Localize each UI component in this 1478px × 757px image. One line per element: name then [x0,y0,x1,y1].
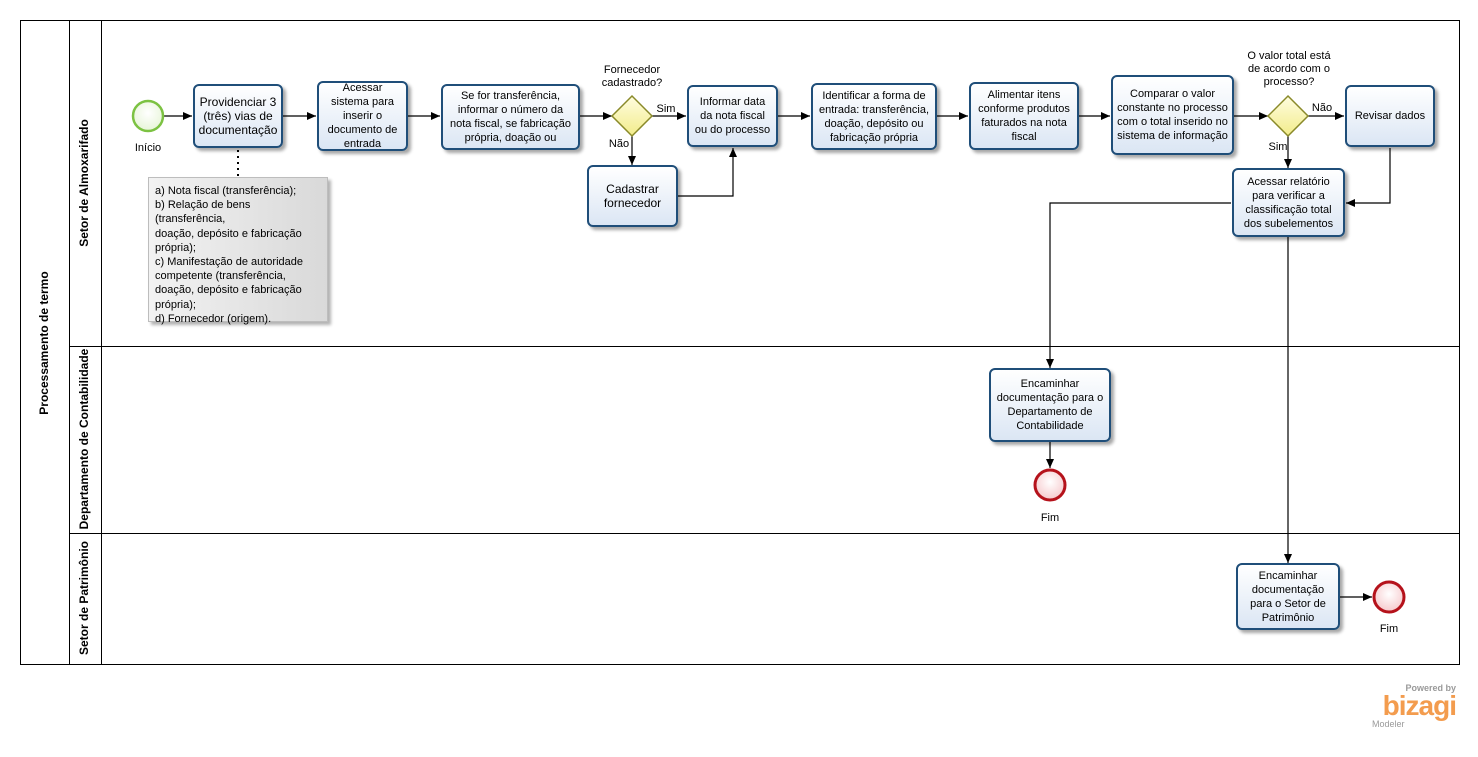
bizagi-logo: Powered by bizagi Modeler [1360,683,1457,729]
gateway-valor-no: Não [1311,102,1333,114]
task-comparar-valor[interactable]: Comparar o valor constante no processo c… [1111,75,1234,155]
pool-frame [20,20,1460,665]
annotation-line: c) Manifestação de autoridade [155,256,303,269]
powered-by-text: Powered by [1405,683,1456,693]
annotation-line: competente (transferência, [155,270,286,283]
end-event-contabilidade-label: Fim [1040,512,1060,524]
end-event-contabilidade [1033,468,1067,502]
gateway-valor-yes: Sim [1268,141,1288,153]
annotation-line: a) Nota fiscal (transferência); [155,185,297,197]
start-event [131,99,165,133]
lane-divider-2 [69,533,1460,534]
annotation-documentos: a) Nota fiscal (transferência); b) Relaç… [148,177,328,325]
annotation-line: doação, depósito e fabricação [155,284,302,297]
task-revisar-dados[interactable]: Revisar dados [1345,85,1435,147]
gateway-fornecedor-yes: Sim [656,103,676,115]
task-informar-numero-nf[interactable]: Se for transferência, informar o número … [441,84,580,150]
gateway-fornecedor-question: Fornecedor cadastrado? [601,64,663,89]
task-providenciar-vias[interactable]: Providenciar 3 (três) vias de documentaç… [193,84,283,148]
task-acessar-sistema[interactable]: Acessar sistema para inserir o documento… [317,81,408,151]
modeler-text: Modeler [1372,719,1405,729]
bizagi-wordmark: bizagi [1382,690,1457,721]
task-acessar-relatorio[interactable]: Acessar relatório para verificar a class… [1232,168,1345,237]
annotation-line: d) Fornecedor (origem). [155,312,272,325]
task-informar-data-nf[interactable]: Informar data da nota fiscal ou do proce… [687,85,778,147]
start-event-label: Início [134,142,162,154]
lane-divider-1 [69,346,1460,347]
gateway-fornecedor-no: Não [608,138,630,150]
task-alimentar-itens[interactable]: Alimentar itens conforme produtos fatura… [969,82,1079,150]
annotation-line: b) Relação de bens (transferência, [155,199,251,226]
flow-t10-t11 [1046,202,1231,368]
annotation-line: própria); [155,241,196,254]
lane-header-divider [101,20,102,665]
task-cadastrar-fornecedor[interactable]: Cadastrar fornecedor [587,165,678,227]
end-event-patrimonio [1372,580,1406,614]
task-encaminhar-patrimonio[interactable]: Encaminhar documentação para o Setor de … [1236,563,1340,630]
task-identificar-forma-entrada[interactable]: Identificar a forma de entrada: transfer… [811,83,937,150]
end-event-patrimonio-label: Fim [1379,623,1399,635]
gateway-valor-question: O valor total está de acordo com o proce… [1247,50,1331,88]
pool-header-divider [69,20,70,665]
annotation-line: doação, depósito e fabricação [155,227,302,240]
gateway-valor-total [1266,94,1310,138]
flow-t9-t10 [1346,148,1391,207]
flow-t4-t5 [678,148,737,197]
annotation-line: própria); [155,298,196,311]
task-encaminhar-contabilidade[interactable]: Encaminhar documentação para o Departame… [989,368,1111,442]
gateway-fornecedor [610,94,654,138]
